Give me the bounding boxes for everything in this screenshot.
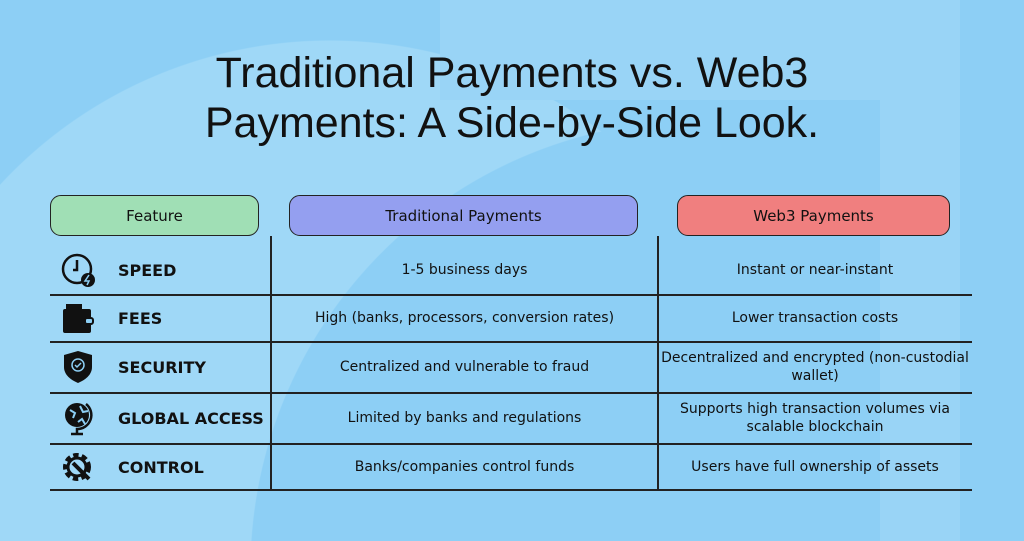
table-row: SECURITY Centralized and vulnerable to f…	[50, 342, 972, 392]
row-divider	[50, 341, 972, 343]
row-divider	[50, 489, 972, 491]
table-row: CONTROL Banks/companies control funds Us…	[50, 444, 972, 490]
wallet-icon	[63, 304, 94, 333]
background-shape	[440, 0, 960, 100]
web3-value: Users have full ownership of assets	[691, 459, 939, 475]
feature-label: SPEED	[118, 260, 177, 280]
row-divider	[50, 294, 972, 296]
traditional-value: Limited by banks and regulations	[347, 410, 582, 426]
feature-label: FEES	[118, 308, 163, 328]
shield-check-icon	[64, 351, 92, 383]
web3-value: Decentralized and encrypted (non-custodi…	[661, 350, 969, 384]
traditional-value: Centralized and vulnerable to fraud	[339, 359, 590, 375]
feature-label: SECURITY	[118, 357, 206, 377]
globe-icon	[65, 403, 93, 436]
header-feature: Feature	[50, 195, 259, 236]
row-divider	[50, 443, 972, 445]
traditional-value: Banks/companies control funds	[354, 459, 575, 475]
header-web3: Web3 Payments	[677, 195, 950, 236]
table-row: SPEED 1-5 business days Instant or near-…	[50, 246, 972, 294]
feature-label: GLOBAL ACCESS	[118, 408, 264, 428]
table-row: GLOBAL ACCESS Limited by banks and regul…	[50, 393, 972, 443]
web3-value: Supports high transaction volumes via sc…	[680, 401, 950, 435]
traditional-value: 1-5 business days	[401, 262, 528, 278]
title-line-1: Traditional Payments vs. Web3	[215, 49, 809, 97]
web3-value: Instant or near-instant	[736, 262, 894, 278]
clock-lightning-icon	[61, 253, 95, 287]
gear-wrench-icon	[63, 453, 91, 481]
title-line-2: Payments: A Side-by-Side Look.	[204, 99, 820, 147]
feature-label: CONTROL	[118, 457, 204, 477]
column-divider	[657, 236, 659, 490]
web3-value: Lower transaction costs	[731, 310, 899, 326]
column-divider	[270, 236, 272, 490]
table-row: FEES High (banks, processors, conversion…	[50, 295, 972, 341]
traditional-value: High (banks, processors, conversion rate…	[314, 310, 615, 326]
background-shape	[880, 0, 960, 541]
row-divider	[50, 392, 972, 394]
header-traditional: Traditional Payments	[289, 195, 638, 236]
